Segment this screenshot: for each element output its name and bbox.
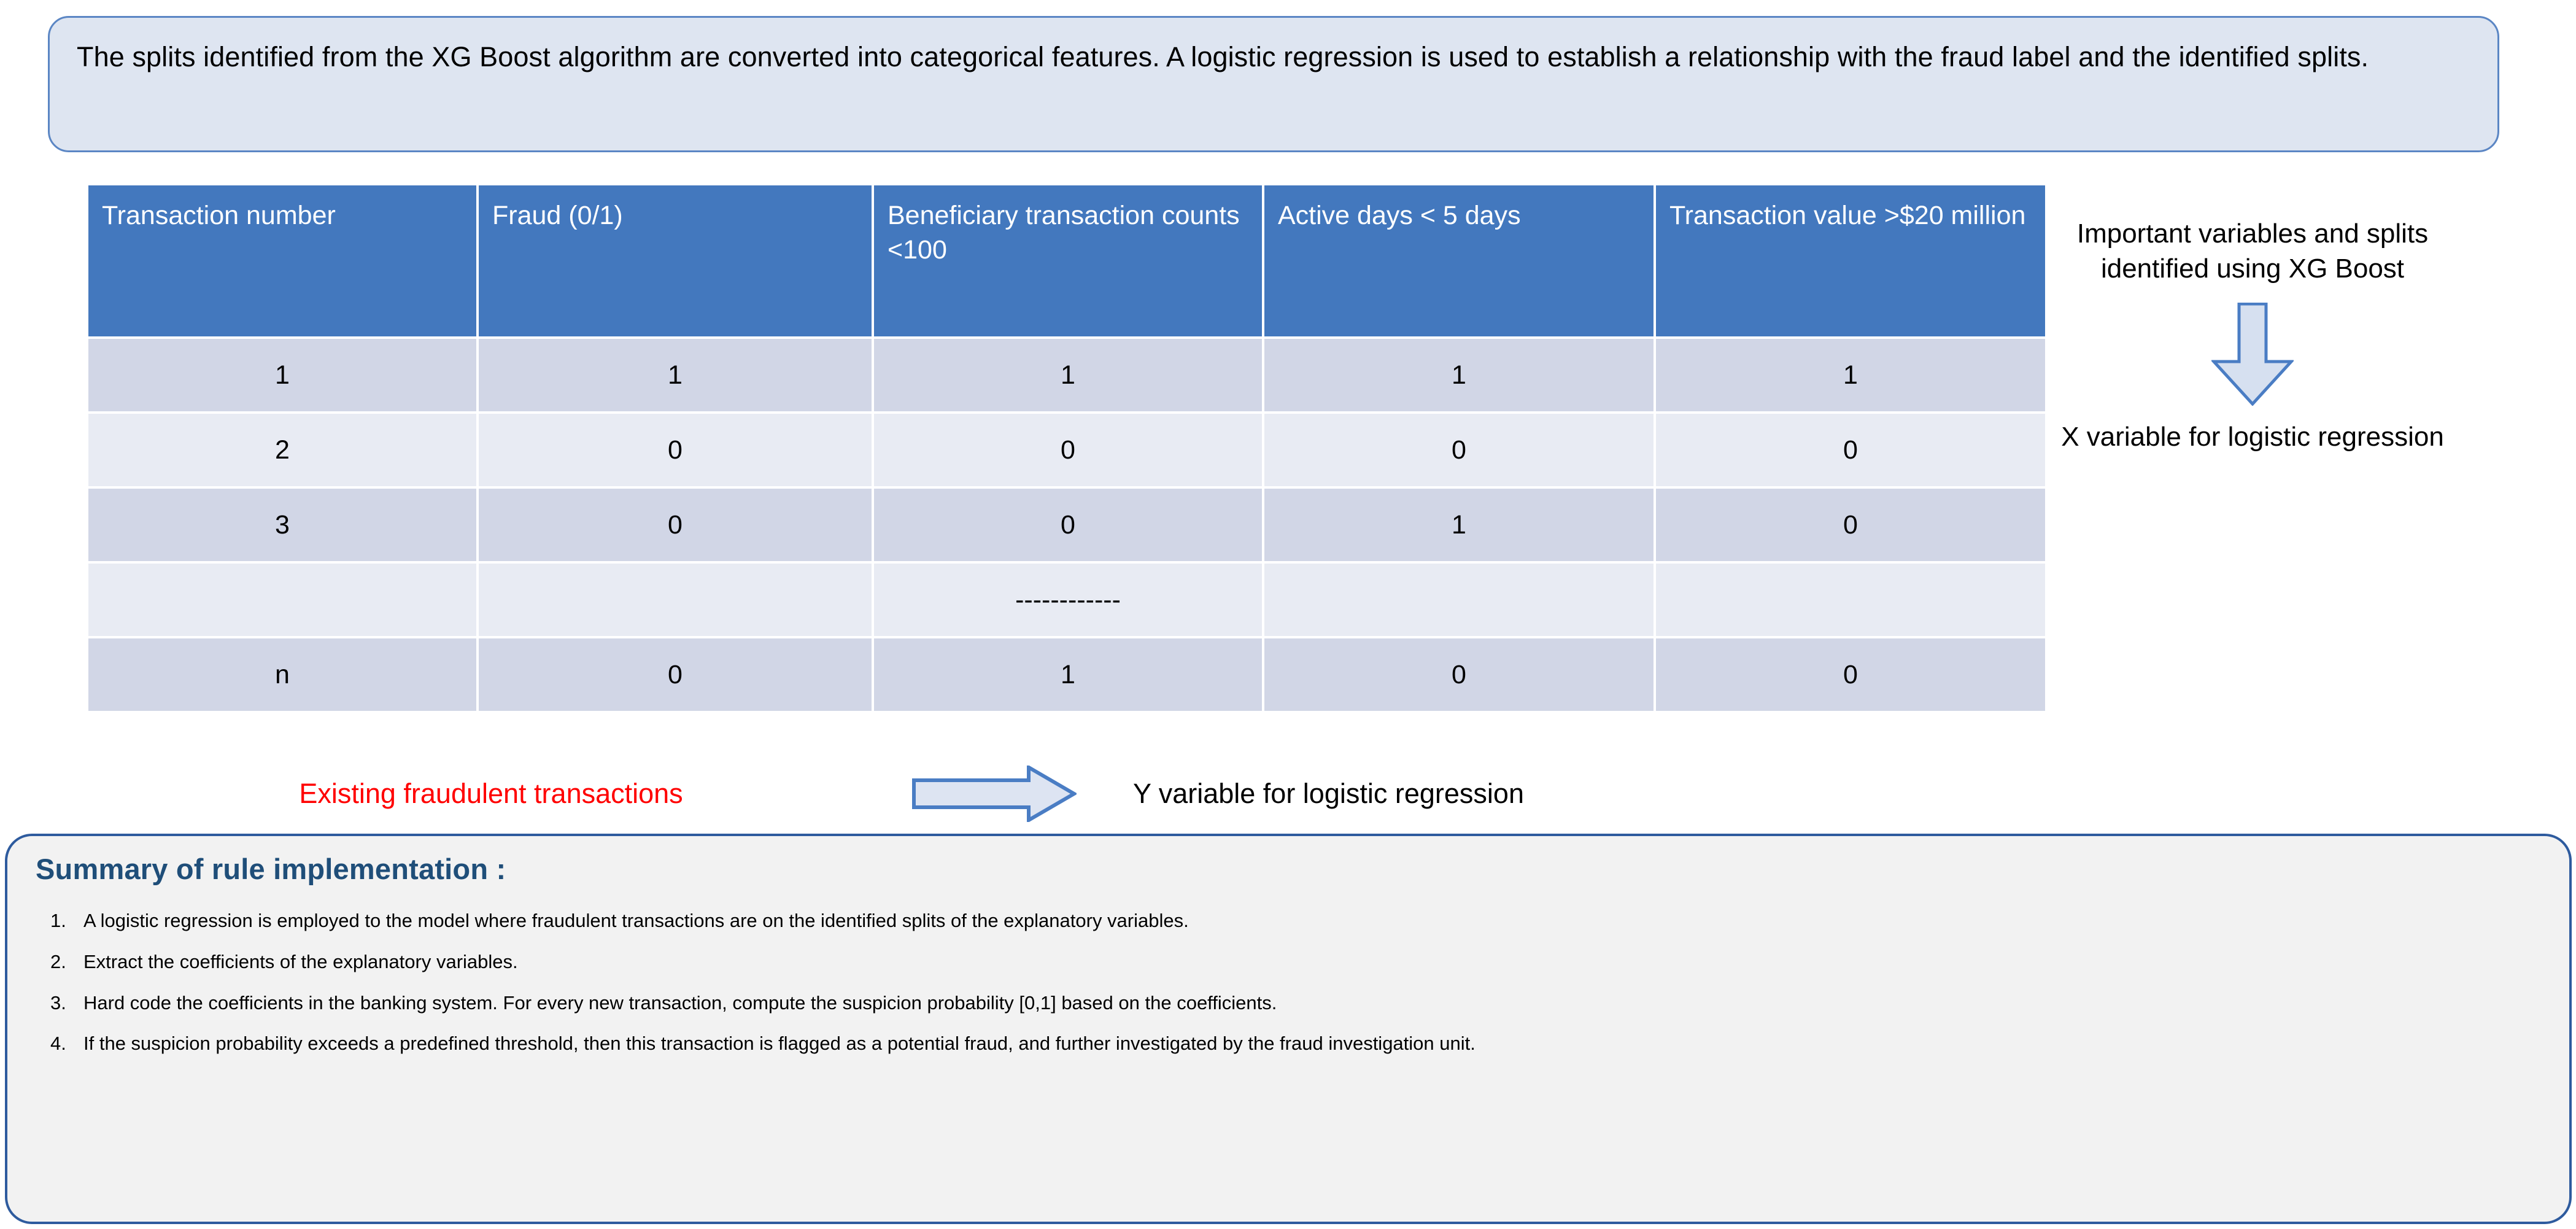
list-item: 1. A logistic regression is employed to … [36, 909, 2541, 933]
list-item-number: 4. [50, 1033, 66, 1055]
list-item-text: Extract the coefficients of the explanat… [83, 950, 518, 972]
transactions-table: Transaction number Fraud (0/1) Beneficia… [86, 183, 2048, 713]
cell-beneficiary-counts: 1 [874, 638, 1262, 711]
arrow-right-icon [912, 766, 1077, 822]
cell-active-days: 0 [1264, 414, 1654, 486]
summary-list: 1. A logistic regression is employed to … [36, 909, 2541, 1056]
arrow-down-icon [2211, 302, 2294, 406]
list-item: 4. If the suspicion probability exceeds … [36, 1032, 2541, 1056]
cell-transaction-number: 3 [88, 489, 476, 561]
column-header-transaction-number: Transaction number [88, 185, 476, 336]
column-header-active-days: Active days < 5 days [1264, 185, 1654, 336]
list-item-number: 1. [50, 910, 66, 931]
list-item-text: A logistic regression is employed to the… [83, 910, 1189, 931]
list-item-number: 2. [50, 950, 66, 972]
summary-title: Summary of rule implementation : [36, 853, 506, 885]
intro-banner-text: The splits identified from the XG Boost … [77, 41, 2369, 72]
cell-active-days: 1 [1264, 339, 1654, 411]
arrow-down-container [2044, 297, 2461, 411]
cell-transaction-number: 2 [88, 414, 476, 486]
x-variable-label: X variable for logistic regression [2061, 422, 2444, 452]
cell-fraud [479, 564, 872, 636]
table-body: 1 1 1 1 1 2 0 0 0 0 3 0 0 1 0 [88, 339, 2045, 711]
cell-active-days: 0 [1264, 638, 1654, 711]
list-item-number: 3. [50, 991, 66, 1014]
list-item-text: If the suspicion probability exceeds a p… [83, 1033, 1476, 1055]
transactions-table-container: Transaction number Fraud (0/1) Beneficia… [86, 183, 2045, 713]
table-header: Transaction number Fraud (0/1) Beneficia… [88, 185, 2045, 336]
y-variable-label: Y variable for logistic regression [1133, 778, 1524, 809]
list-item-text: Hard code the coefficients in the bankin… [83, 991, 1277, 1014]
cell-fraud: 0 [479, 638, 872, 711]
column-header-beneficiary-transaction-counts: Beneficiary transaction counts <100 [874, 185, 1262, 336]
table-row: 3 0 0 1 0 [88, 489, 2045, 561]
cell-fraud: 0 [479, 414, 872, 486]
caption-row: Existing fraudulent transactions Y varia… [86, 760, 2033, 828]
cell-transaction-number [88, 564, 476, 636]
column-header-fraud: Fraud (0/1) [479, 185, 872, 336]
cell-transaction-number: n [88, 638, 476, 711]
cell-beneficiary-counts: 0 [874, 414, 1262, 486]
list-item: 3. Hard code the coefficients in the ban… [36, 991, 2541, 1015]
right-annotation-panel: Important variables and splits identifie… [2044, 216, 2461, 455]
table-row-ellipsis: ------------ [88, 564, 2045, 636]
table-row: 2 0 0 0 0 [88, 414, 2045, 486]
cell-active-days [1264, 564, 1654, 636]
cell-transaction-value: 1 [1656, 339, 2045, 411]
cell-fraud: 1 [479, 339, 872, 411]
cell-transaction-value: 0 [1656, 489, 2045, 561]
cell-transaction-number: 1 [88, 339, 476, 411]
table-row: 1 1 1 1 1 [88, 339, 2045, 411]
column-header-transaction-value: Transaction value >$20 million [1656, 185, 2045, 336]
table-row: n 0 1 0 0 [88, 638, 2045, 711]
cell-transaction-value: 0 [1656, 414, 2045, 486]
intro-banner: The splits identified from the XG Boost … [48, 16, 2499, 152]
cell-transaction-value: 0 [1656, 638, 2045, 711]
xgboost-variables-label: Important variables and splits identifie… [2076, 219, 2429, 284]
existing-fraudulent-transactions-label: Existing fraudulent transactions [299, 778, 683, 809]
cell-beneficiary-counts: 0 [874, 489, 1262, 561]
cell-active-days: 1 [1264, 489, 1654, 561]
cell-transaction-value [1656, 564, 2045, 636]
list-item: 2. Extract the coefficients of the expla… [36, 950, 2541, 974]
cell-ellipsis: ------------ [874, 564, 1262, 636]
summary-panel: Summary of rule implementation : 1. A lo… [5, 834, 2572, 1224]
cell-fraud: 0 [479, 489, 872, 561]
cell-beneficiary-counts: 1 [874, 339, 1262, 411]
arrow-right-container [896, 766, 1093, 822]
table-header-row: Transaction number Fraud (0/1) Beneficia… [88, 185, 2045, 336]
